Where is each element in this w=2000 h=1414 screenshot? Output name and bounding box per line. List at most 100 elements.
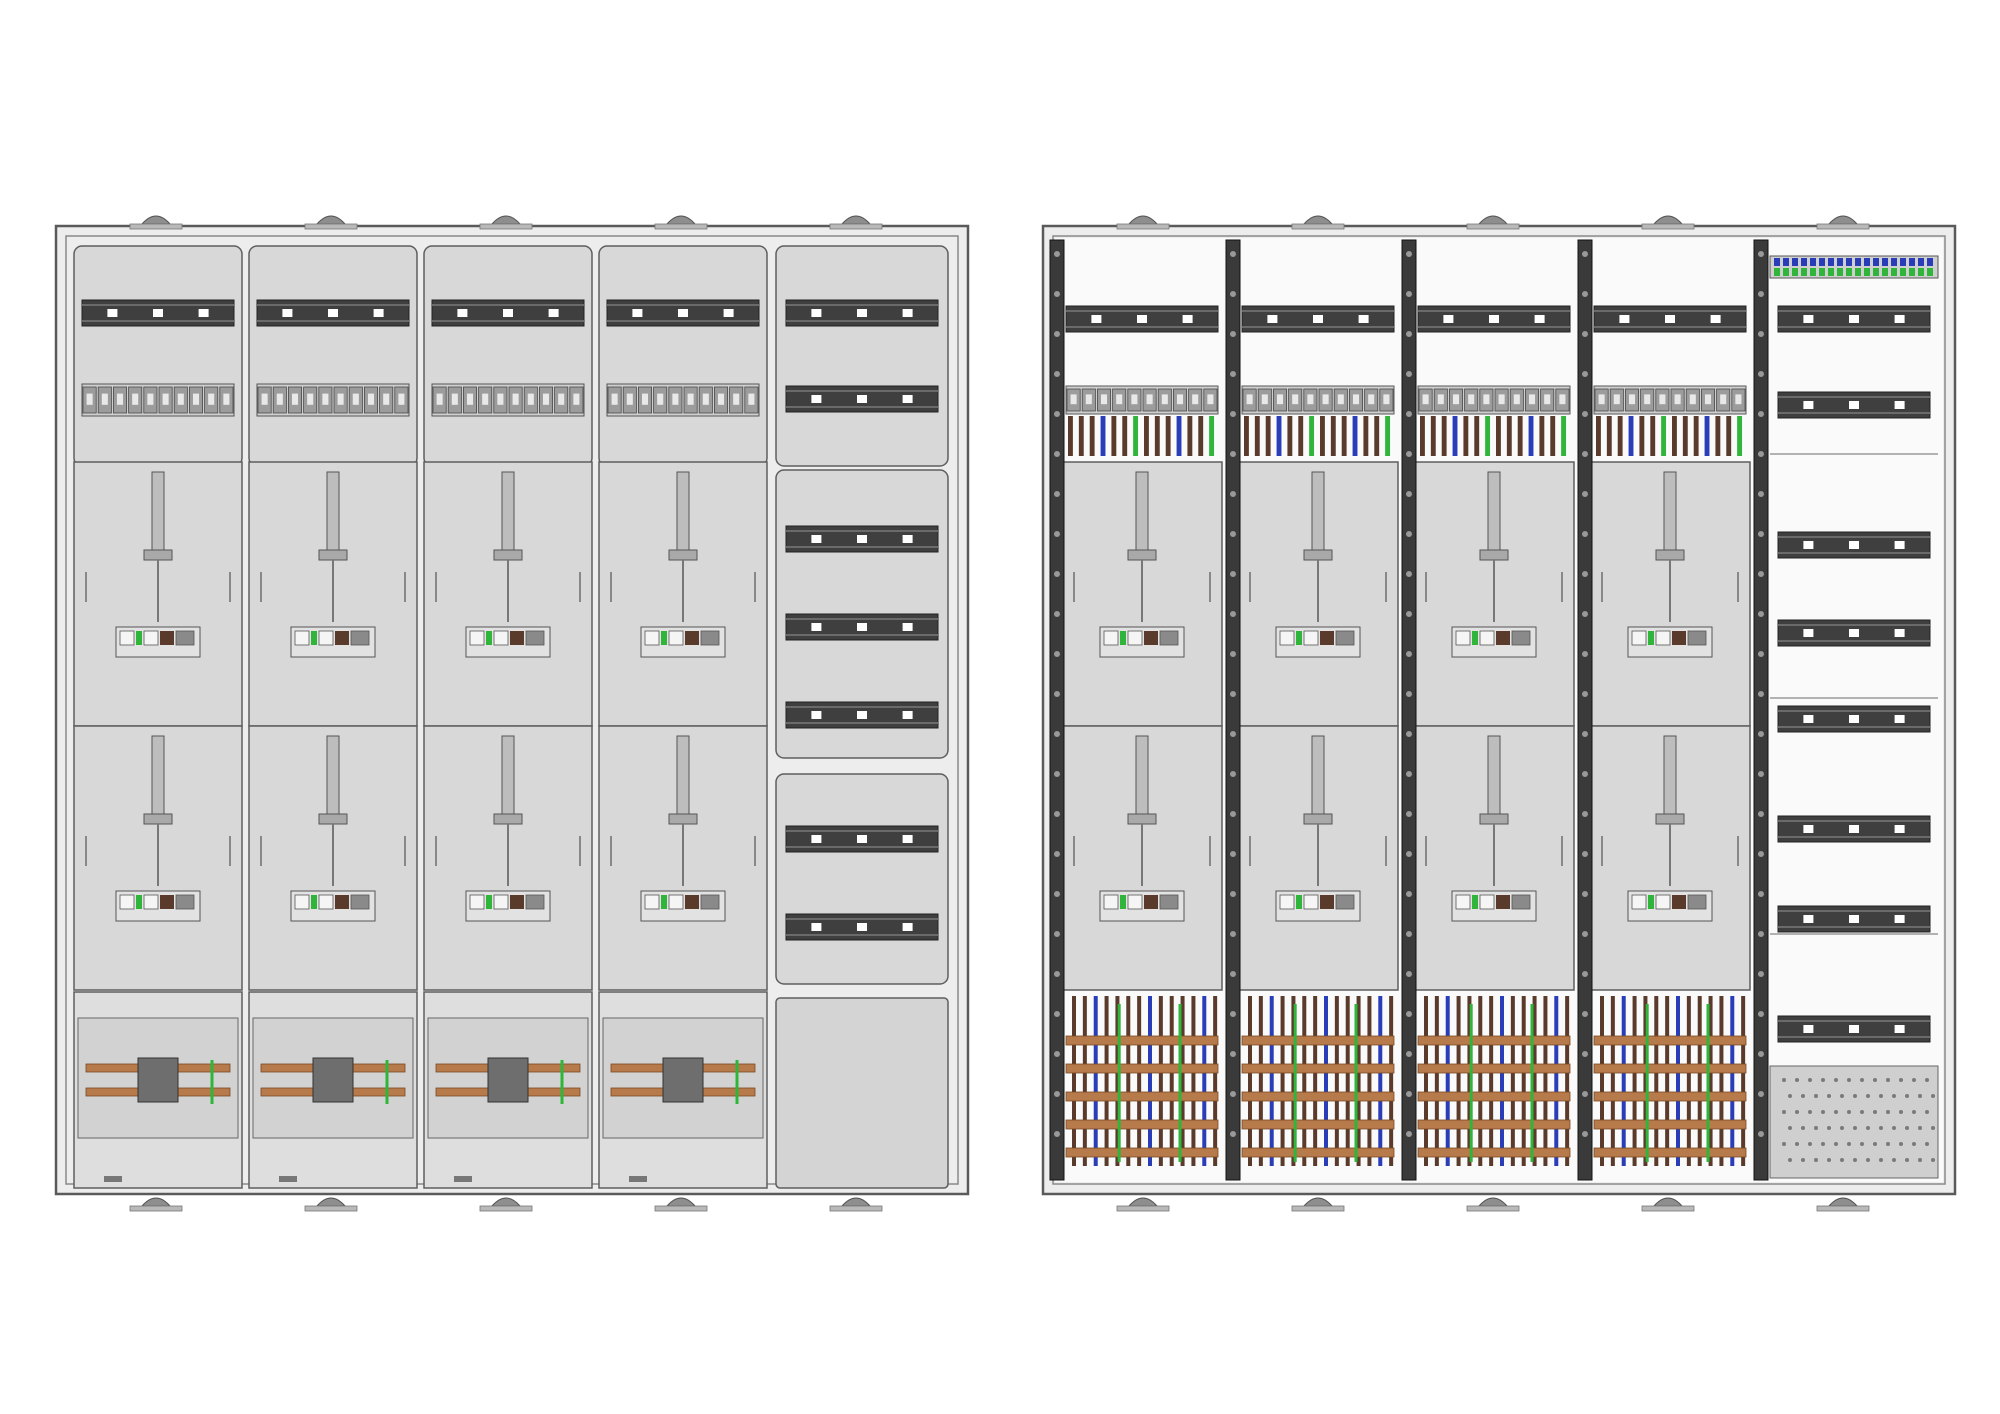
terminal bbox=[525, 630, 545, 646]
meter-slide bbox=[1663, 735, 1677, 817]
pe-terminal bbox=[1873, 268, 1879, 276]
din-rail-hole bbox=[1849, 629, 1859, 637]
busbar-feed bbox=[1554, 996, 1559, 1166]
breaker-toggle bbox=[1659, 394, 1666, 405]
post-hole bbox=[1054, 611, 1060, 617]
vent-hole bbox=[1847, 1078, 1851, 1082]
post-hole bbox=[1758, 571, 1764, 577]
post-hole bbox=[1230, 331, 1236, 337]
breaker-toggle bbox=[322, 393, 329, 405]
vent-hole bbox=[1931, 1126, 1935, 1130]
vent-hole bbox=[1827, 1158, 1831, 1162]
din-rail-hole bbox=[198, 309, 209, 317]
pe-terminal bbox=[1846, 268, 1852, 276]
cable-entry-knob-top bbox=[1116, 215, 1170, 230]
terminal-l bbox=[160, 631, 174, 645]
busbar-feed bbox=[1356, 996, 1361, 1166]
terminal bbox=[294, 630, 310, 646]
terminal bbox=[1335, 894, 1355, 910]
dist-din-rail bbox=[785, 913, 939, 941]
neutral-terminal bbox=[1918, 258, 1924, 266]
breaker-toggle bbox=[1674, 394, 1681, 405]
pe-terminal bbox=[1828, 268, 1834, 276]
breaker-toggle bbox=[1598, 394, 1605, 405]
post-hole bbox=[1054, 651, 1060, 657]
post-hole bbox=[1230, 1051, 1236, 1057]
post-hole bbox=[1230, 931, 1236, 937]
post-hole bbox=[1582, 1131, 1588, 1137]
vent-hole bbox=[1788, 1126, 1792, 1130]
busbar bbox=[1417, 1091, 1571, 1102]
terminal-l bbox=[510, 631, 524, 645]
meter-slide bbox=[1663, 471, 1677, 553]
din-rail-edge bbox=[432, 320, 584, 322]
wire bbox=[1144, 416, 1149, 456]
open-dist-rail bbox=[1777, 905, 1931, 933]
breaker-toggle bbox=[1307, 394, 1314, 405]
pe-terminal bbox=[1864, 268, 1870, 276]
vent-hole bbox=[1886, 1110, 1890, 1114]
post-hole bbox=[1582, 371, 1588, 377]
wire bbox=[1672, 416, 1677, 456]
meter-slide bbox=[326, 471, 340, 553]
vent-hole bbox=[1795, 1110, 1799, 1114]
terminal bbox=[1279, 894, 1295, 910]
post-hole bbox=[1758, 851, 1764, 857]
din-rail-hole bbox=[902, 535, 913, 543]
open-dist-rail bbox=[1777, 815, 1931, 843]
din-rail-hole bbox=[902, 623, 913, 631]
breaker-toggle bbox=[177, 393, 184, 405]
post-hole bbox=[1406, 1091, 1412, 1097]
post-hole bbox=[1758, 971, 1764, 977]
wire bbox=[1209, 416, 1215, 456]
din-rail-hole bbox=[1534, 315, 1545, 323]
neutral-terminal bbox=[1783, 258, 1789, 266]
meter-slide-clip bbox=[318, 813, 348, 825]
post-hole bbox=[1582, 811, 1588, 817]
post-hole bbox=[1406, 1011, 1412, 1017]
busbar-feed bbox=[1632, 996, 1637, 1166]
top-breaker-row bbox=[256, 383, 410, 417]
vent-hole bbox=[1834, 1110, 1838, 1114]
terminal-l bbox=[1496, 631, 1510, 645]
din-rail-hole bbox=[902, 835, 913, 843]
vent-hole bbox=[1899, 1078, 1903, 1082]
breaker-toggle bbox=[1368, 394, 1375, 405]
busbar-feed bbox=[1280, 996, 1285, 1166]
terminal-l bbox=[335, 631, 349, 645]
breaker-toggle bbox=[1116, 394, 1123, 405]
pe-terminal bbox=[1927, 268, 1933, 276]
top-din-rail bbox=[256, 299, 410, 327]
vent-hole bbox=[1840, 1158, 1844, 1162]
post-hole bbox=[1758, 1091, 1764, 1097]
post-hole bbox=[1054, 251, 1060, 257]
terminal bbox=[318, 894, 334, 910]
dist-lower-cover bbox=[775, 773, 949, 985]
busbar-feed bbox=[1521, 996, 1526, 1166]
meter-slide-clip bbox=[1127, 549, 1157, 561]
dist-blank-cover bbox=[775, 997, 949, 1189]
busbar-feed bbox=[1719, 996, 1724, 1166]
terminal bbox=[1479, 894, 1495, 910]
din-rail-hole bbox=[632, 309, 643, 317]
din-rail-hole bbox=[1849, 541, 1859, 549]
wire bbox=[1420, 416, 1425, 456]
din-rail-hole bbox=[723, 309, 734, 317]
terminal-l bbox=[1672, 631, 1686, 645]
terminal-l bbox=[685, 895, 699, 909]
terminal bbox=[1687, 894, 1707, 910]
busbar bbox=[1417, 1035, 1571, 1046]
post-hole bbox=[1758, 331, 1764, 337]
breaker-toggle bbox=[208, 393, 215, 405]
busbar-feed bbox=[1082, 996, 1087, 1166]
breaker-toggle bbox=[398, 393, 405, 405]
terminal bbox=[525, 894, 545, 910]
knob-base bbox=[304, 1205, 358, 1212]
post-hole bbox=[1406, 811, 1412, 817]
post-hole bbox=[1582, 891, 1588, 897]
wire bbox=[1539, 416, 1545, 456]
din-rail-hole bbox=[1803, 401, 1814, 409]
vent-hole bbox=[1912, 1110, 1916, 1114]
post-hole bbox=[1406, 291, 1412, 297]
cable-entry-knob-bottom bbox=[654, 1197, 708, 1212]
